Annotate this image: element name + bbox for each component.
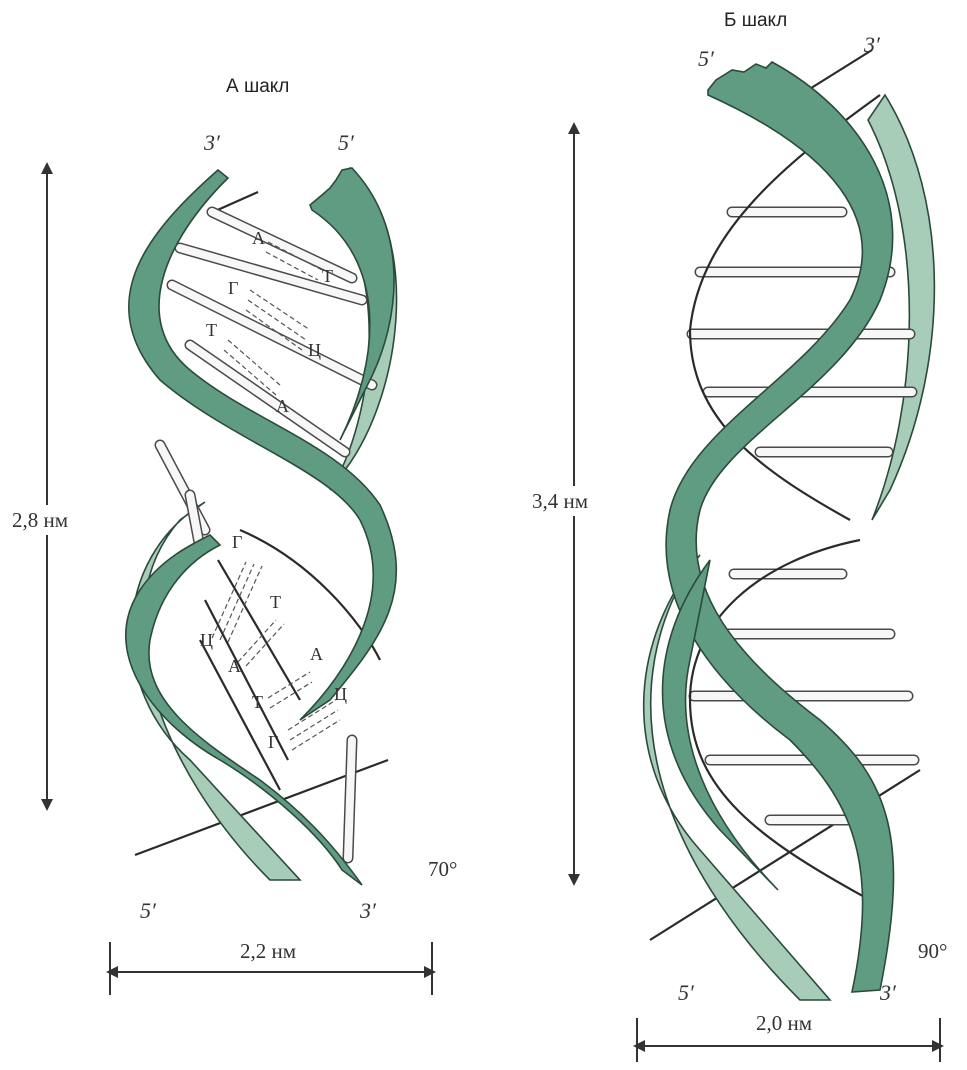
form-a-group: А шакл — [8, 76, 457, 995]
form-a-base: Ц — [334, 684, 347, 704]
form-a-base: Т — [252, 692, 263, 712]
form-b-end-top-right: 3′ — [863, 32, 881, 57]
form-b-angle-label: 90° — [918, 939, 947, 963]
form-a-end-top-right: 5′ — [338, 130, 355, 155]
form-a-base: А — [276, 396, 289, 416]
form-b-end-bottom-left: 5′ — [678, 980, 695, 1005]
form-a-ribbon-front-right — [310, 168, 394, 440]
form-a-width-label: 2,2 нм — [240, 939, 296, 963]
form-a-base: Ц — [200, 630, 213, 650]
form-a-height-label: 2,8 нм — [12, 508, 68, 532]
form-a-base: Ц — [308, 340, 321, 360]
form-a-base: Г — [228, 278, 238, 298]
form-b-end-top-left: 5′ — [698, 46, 715, 71]
form-b-end-bottom-right: 3′ — [879, 980, 897, 1005]
form-a-angle-label: 70° — [428, 857, 457, 881]
form-a-title: А шакл — [226, 76, 289, 97]
form-a-base: Т — [206, 320, 217, 340]
form-a-base: Г — [268, 732, 278, 752]
form-a-end-top-left: 3′ — [203, 130, 221, 155]
form-b-width-label: 2,0 нм — [756, 1011, 812, 1035]
form-a-end-bottom-left: 5′ — [140, 898, 157, 923]
form-b-height-label: 3,4 нм — [532, 489, 588, 513]
form-a-rung — [348, 740, 352, 858]
form-a-base: Т — [270, 592, 281, 612]
form-a-base: Т — [322, 266, 333, 286]
form-b-ribbon-front-lower-left — [663, 560, 779, 890]
form-b-group: Б шакл 5′ 3′ 5′ 3′ — [528, 10, 947, 1062]
form-a-base: А — [252, 228, 265, 248]
form-b-title: Б шакл — [724, 10, 787, 31]
form-a-axis-top — [213, 192, 258, 212]
form-a-base: Г — [232, 532, 242, 552]
form-a-base: А — [228, 656, 241, 676]
form-b-ribbon-back-lower — [644, 555, 830, 1000]
form-a-end-bottom-right: 3′ — [359, 898, 377, 923]
form-a-base: А — [310, 644, 323, 664]
